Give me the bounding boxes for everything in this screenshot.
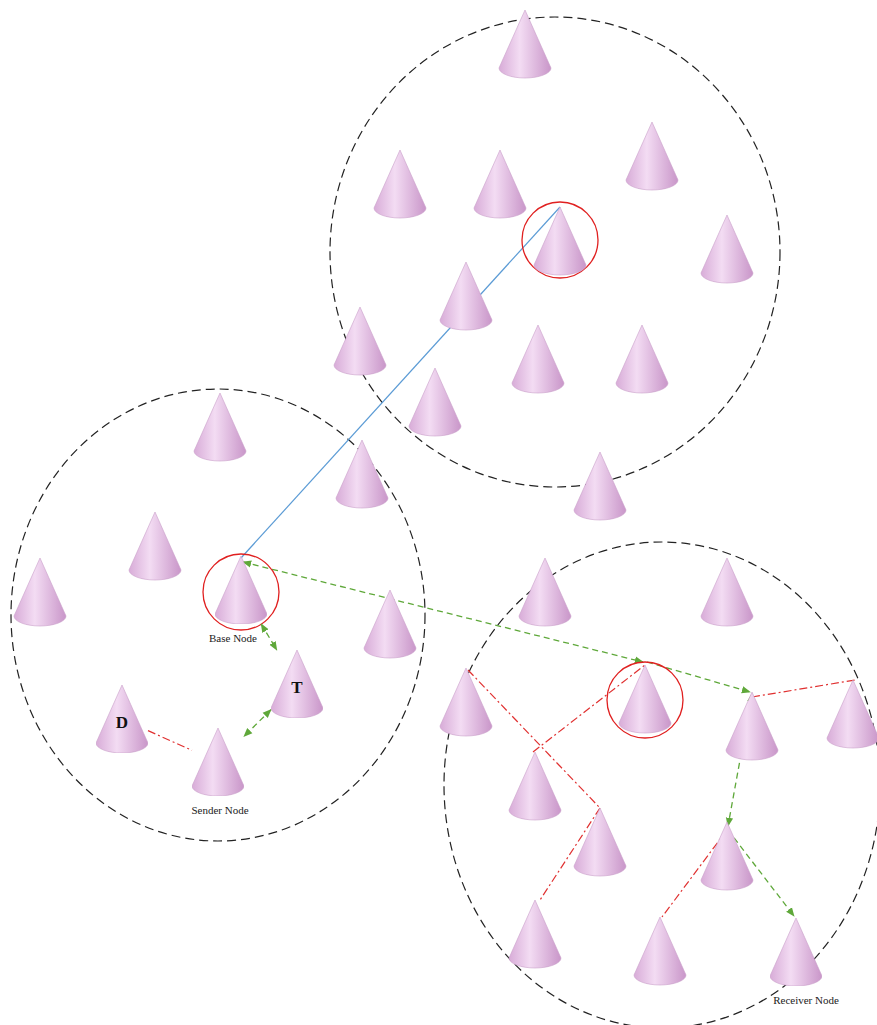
sensor-node: D xyxy=(96,685,148,753)
link-line xyxy=(148,731,192,751)
node-letter: D xyxy=(96,714,148,731)
node-label: Receiver Node xyxy=(773,994,839,1006)
sensor-node: Sender Node xyxy=(192,728,244,796)
sensor-node: Base Node xyxy=(215,556,267,624)
cluster-head-marker xyxy=(203,554,279,630)
sensor-cone xyxy=(770,918,822,986)
node-label: Base Node xyxy=(209,632,257,644)
sensor-cone xyxy=(215,556,267,624)
cluster-head-marker xyxy=(522,202,598,278)
sensor-cones xyxy=(14,10,877,985)
cluster-region xyxy=(330,17,780,487)
node-letter: T xyxy=(271,679,323,696)
node-label: Sender Node xyxy=(191,804,248,816)
sensor-node: T xyxy=(271,650,323,718)
cluster-region xyxy=(444,542,877,1025)
sensor-cone xyxy=(192,728,244,796)
route-arrow xyxy=(244,710,271,737)
cluster-region xyxy=(11,389,425,841)
cluster-head-marker xyxy=(607,662,683,738)
route-arrow xyxy=(261,624,276,650)
sensor-node: Receiver Node xyxy=(770,918,822,986)
